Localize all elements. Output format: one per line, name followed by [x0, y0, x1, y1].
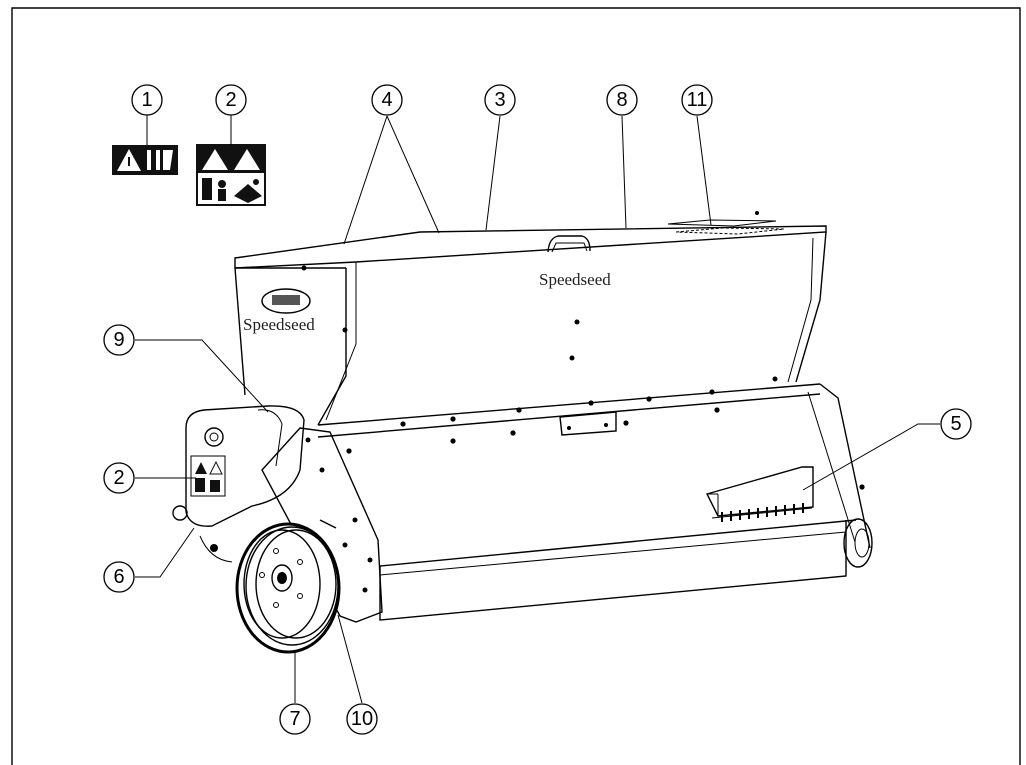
svg-text:4: 4 [381, 89, 392, 111]
brand-label-side: Speedseed [243, 315, 315, 334]
seeder-body [317, 383, 873, 621]
gearbox-cover [172, 405, 305, 563]
svg-text:11: 11 [687, 89, 708, 111]
hopper [234, 211, 827, 426]
callout-10: 10 [346, 703, 378, 735]
svg-text:5: 5 [950, 413, 961, 435]
end-plate [261, 427, 383, 623]
page-border [11, 7, 1021, 765]
svg-text:6: 6 [113, 566, 124, 588]
callout-3: 3 [484, 84, 516, 116]
callout-2-side: 2 [103, 462, 135, 494]
callout-5: 5 [940, 408, 972, 440]
callout-8: 8 [606, 84, 638, 116]
svg-text:2: 2 [113, 467, 124, 489]
decal-1-icon [112, 145, 178, 175]
drive-wheel [235, 519, 341, 654]
callout-7: 7 [279, 703, 311, 735]
decal-2-icon [196, 144, 266, 206]
callout-2-top: 2 [215, 84, 247, 116]
svg-text:8: 8 [616, 89, 627, 111]
svg-text:10: 10 [351, 708, 373, 730]
callout-6: 6 [103, 561, 135, 593]
svg-text:2: 2 [225, 89, 236, 111]
brand-label-lid: Speedseed [539, 270, 611, 289]
callout-11: 11 [681, 84, 713, 116]
svg-text:3: 3 [494, 89, 505, 111]
leader-lines [135, 114, 940, 704]
svg-text:9: 9 [113, 329, 124, 351]
callout-4: 4 [371, 84, 403, 116]
svg-text:1: 1 [141, 89, 152, 111]
svg-text:7: 7 [289, 708, 300, 730]
callout-1: 1 [131, 84, 163, 116]
callout-9: 9 [103, 324, 135, 356]
